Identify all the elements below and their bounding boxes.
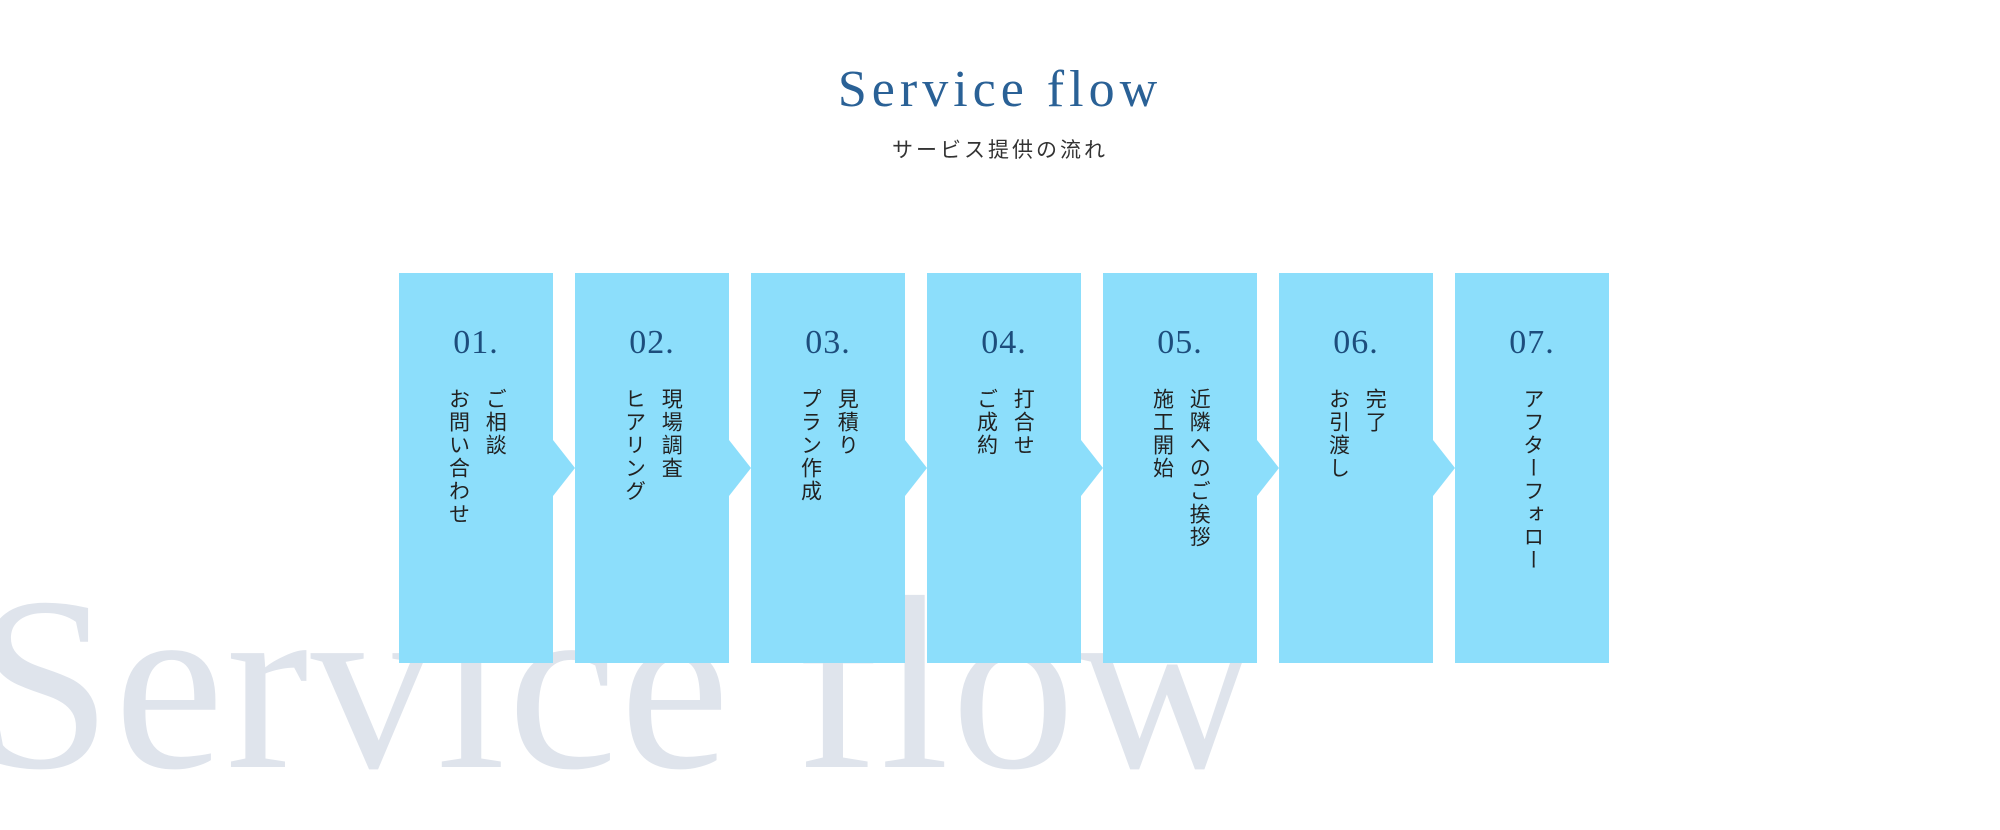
flow-step[interactable]: 05. 近隣へのご挨拶施工開始	[1103, 273, 1279, 663]
flow-step[interactable]: 02. 現場調査ヒアリング	[575, 273, 751, 663]
flow-arrow-icon	[1081, 440, 1103, 496]
service-flow-steps: 01. ご相談お問い合わせ 02. 現場調査ヒアリング 03. 見積りプラン作成 04. 打合…	[399, 273, 1631, 663]
page-title: Service flow	[837, 61, 1163, 118]
flow-step-number: 06.	[1333, 324, 1379, 361]
flow-step-label: 見積り	[835, 388, 860, 457]
flow-step-label: プラン作成	[798, 388, 823, 503]
flow-step-label: 完了	[1363, 388, 1388, 434]
flow-step[interactable]: 04. 打合せご成約	[927, 273, 1103, 663]
flow-step-label: 現場調査	[659, 388, 684, 480]
flow-step-label: ご相談	[483, 388, 508, 457]
flow-step-number: 07.	[1509, 324, 1555, 361]
flow-arrow-icon	[905, 440, 927, 496]
flow-step-label: お引渡し	[1326, 388, 1351, 480]
flow-arrow-icon	[729, 440, 751, 496]
flow-arrow-icon	[553, 440, 575, 496]
flow-step[interactable]: 06. 完了お引渡し	[1279, 273, 1455, 663]
flow-step-number: 01.	[453, 324, 499, 361]
flow-step-labels: 打合せご成約	[927, 388, 1081, 658]
flow-step-number: 04.	[981, 324, 1027, 361]
flow-step-labels: 現場調査ヒアリング	[575, 388, 729, 658]
flow-step-label: ヒアリング	[622, 388, 647, 503]
flow-step-label: アフターフォロー	[1520, 388, 1545, 572]
flow-step[interactable]: 03. 見積りプラン作成	[751, 273, 927, 663]
flow-step-labels: 見積りプラン作成	[751, 388, 905, 658]
flow-step[interactable]: 07. アフターフォロー	[1455, 273, 1609, 663]
flow-arrow-icon	[1433, 440, 1455, 496]
page-heading: Service flow サービス提供の流れ	[0, 60, 2000, 164]
flow-step-number: 02.	[629, 324, 675, 361]
flow-step-number: 05.	[1157, 324, 1203, 361]
flow-step-labels: アフターフォロー	[1455, 388, 1609, 658]
flow-step-labels: 完了お引渡し	[1279, 388, 1433, 658]
flow-step-label: 施工開始	[1150, 388, 1175, 480]
flow-step-number: 03.	[805, 324, 851, 361]
flow-step[interactable]: 01. ご相談お問い合わせ	[399, 273, 575, 663]
flow-step-labels: 近隣へのご挨拶施工開始	[1103, 388, 1257, 658]
flow-step-label: 近隣へのご挨拶	[1187, 388, 1212, 549]
flow-step-label: ご成約	[974, 388, 999, 457]
flow-step-label: 打合せ	[1011, 388, 1036, 457]
flow-arrow-icon	[1257, 440, 1279, 496]
page-subtitle: サービス提供の流れ	[892, 137, 1108, 162]
flow-step-labels: ご相談お問い合わせ	[399, 388, 553, 658]
flow-step-label: お問い合わせ	[446, 388, 471, 526]
